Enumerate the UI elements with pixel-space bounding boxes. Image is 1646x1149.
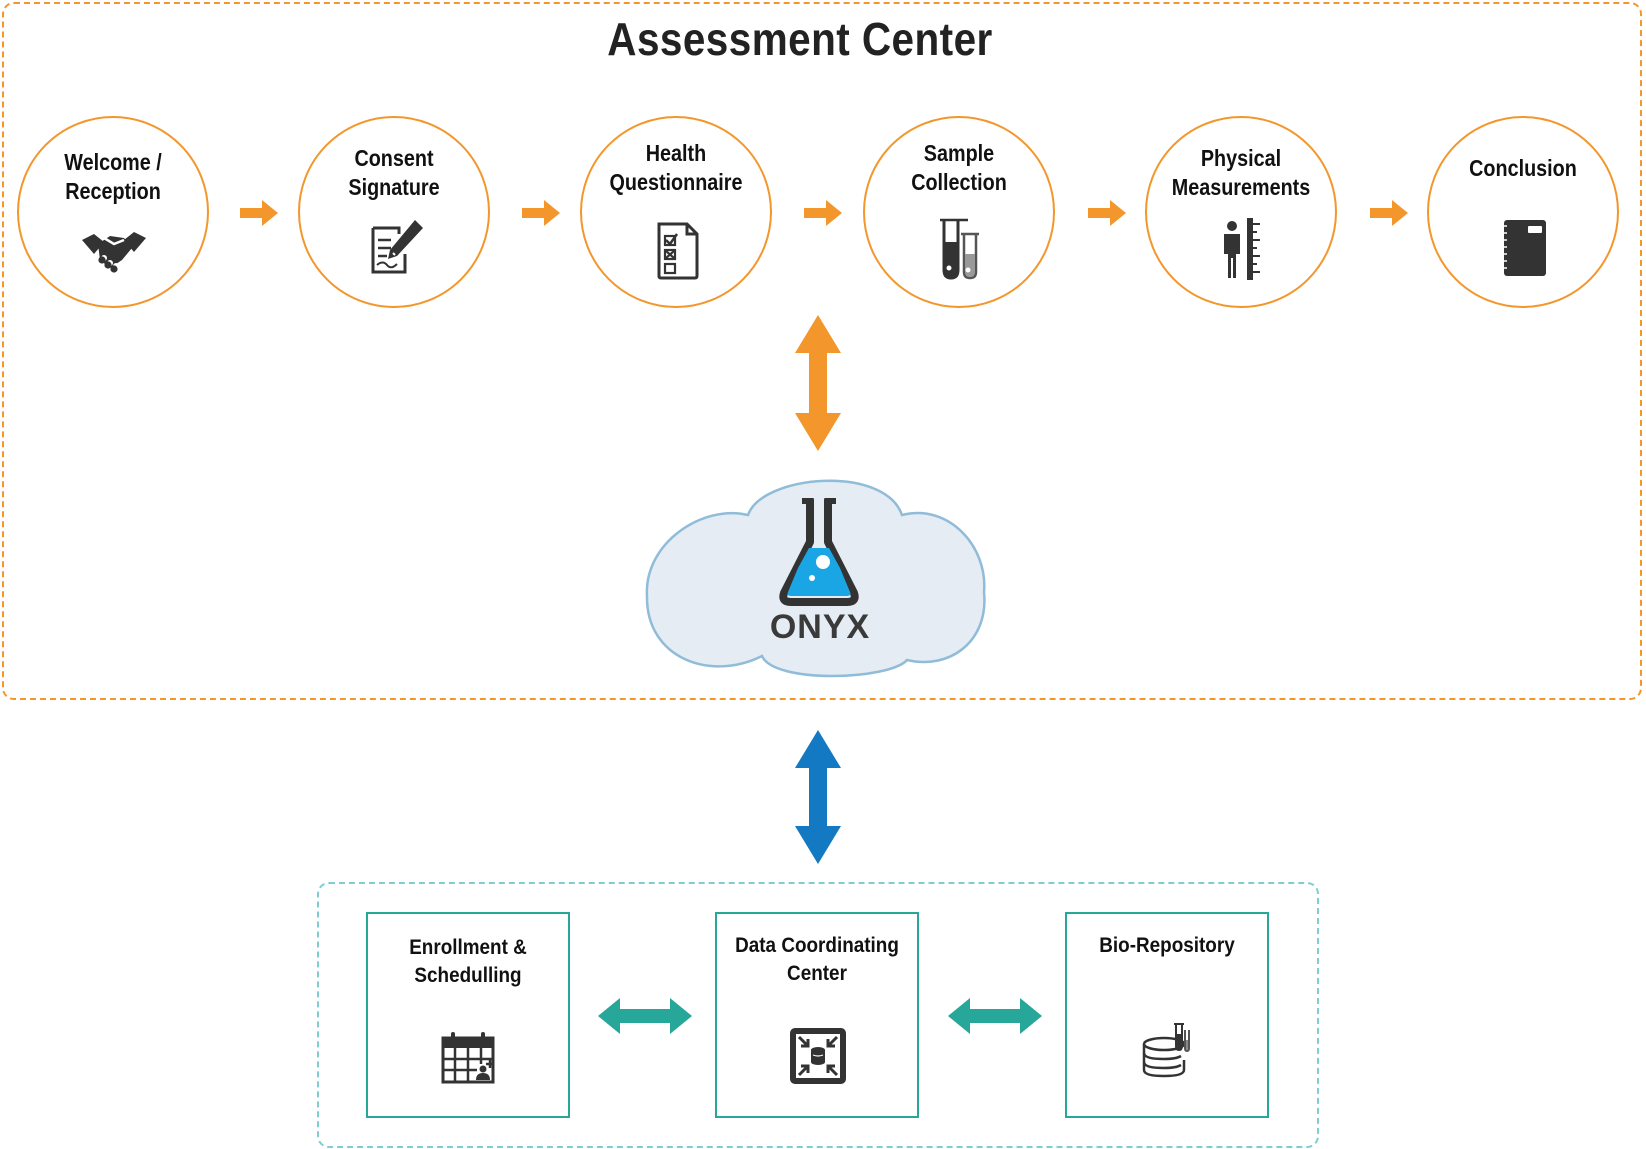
partners-frame bbox=[317, 882, 1319, 1148]
biobank-icon bbox=[1142, 1023, 1190, 1078]
step-label: Health Questionnaire bbox=[609, 140, 743, 195]
flow-arrow-1 bbox=[240, 200, 278, 226]
enrollment-dcc-double-arrow bbox=[598, 998, 692, 1034]
flow-arrow-2 bbox=[522, 200, 560, 226]
steps-onyx-double-arrow bbox=[795, 315, 841, 451]
onyx-partners-double-arrow bbox=[795, 730, 841, 864]
step-label: Physical Measurements bbox=[1171, 145, 1311, 200]
dcc-biorepository-double-arrow bbox=[948, 998, 1042, 1034]
data-hub-icon bbox=[790, 1028, 846, 1084]
flow-arrow-5 bbox=[1370, 200, 1408, 226]
step-health-questionnaire: Health Questionnaire bbox=[580, 116, 772, 308]
flow-arrow-3 bbox=[804, 200, 842, 226]
flask-icon bbox=[779, 498, 859, 606]
box-label: Bio-Repository bbox=[1099, 934, 1235, 957]
step-conclusion: Conclusion bbox=[1427, 116, 1619, 308]
step-label: Consent Signature bbox=[348, 145, 440, 200]
step-physical-measurements: Physical Measurements bbox=[1145, 116, 1337, 308]
height-measure-icon bbox=[1224, 218, 1260, 280]
handshake-icon bbox=[82, 232, 146, 273]
step-label: Sample Collection bbox=[911, 140, 1007, 195]
box-bio-repository: Bio-Repository bbox=[1065, 912, 1269, 1118]
notebook-icon bbox=[1502, 220, 1546, 276]
signature-document-icon bbox=[371, 220, 423, 274]
box-enrollment-scheduling: Enrollment & Schedulling bbox=[366, 912, 570, 1118]
calendar-icon bbox=[441, 1032, 495, 1084]
box-label: Enrollment & Schedulling bbox=[409, 936, 527, 987]
box-data-coordinating-center: Data Coordinating Center bbox=[715, 912, 919, 1118]
checklist-icon bbox=[657, 222, 699, 280]
step-label: Welcome / Reception bbox=[64, 149, 162, 204]
step-label: Conclusion bbox=[1469, 155, 1577, 181]
box-label: Data Coordinating Center bbox=[735, 934, 899, 985]
test-tubes-icon bbox=[940, 218, 979, 280]
page-title: Assessment Center bbox=[607, 13, 993, 65]
step-sample-collection: Sample Collection bbox=[863, 116, 1055, 308]
assessment-center-frame bbox=[2, 2, 1642, 700]
flow-arrow-4 bbox=[1088, 200, 1126, 226]
step-consent-signature: Consent Signature bbox=[298, 116, 490, 308]
onyx-label: ONYX bbox=[769, 608, 871, 646]
step-welcome-reception: Welcome / Reception bbox=[17, 116, 209, 308]
